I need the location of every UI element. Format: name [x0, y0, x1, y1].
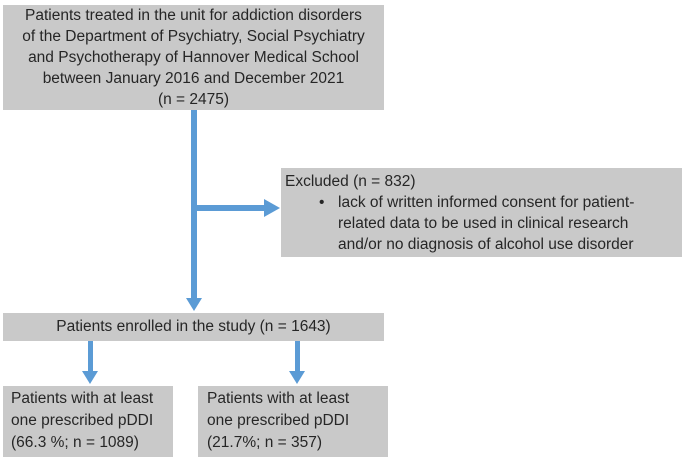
- left-arrow-stem: [88, 341, 93, 372]
- bullet-icon: •: [319, 194, 325, 211]
- excluded-bullet-line-3: and/or no diagnosis of alcohol use disor…: [338, 236, 634, 253]
- enrolled-box: Patients enrolled in the study (n = 1643…: [3, 313, 384, 341]
- top-box-line-4: between January 2016 and December 2021: [42, 70, 345, 87]
- bottom-left-line-3: (66.3 %; n = 1089): [11, 434, 139, 451]
- top-population-box: Patients treated in the unit for addicti…: [3, 5, 384, 110]
- bottom-right-line-1: Patients with at least: [207, 390, 350, 407]
- top-box-line-5: (n = 2475): [157, 91, 230, 108]
- arrow-right-icon: [264, 199, 280, 217]
- excluded-bullet-line-2: related data to be used in clinical rese…: [338, 215, 629, 232]
- pddi-right-outcome-box: Patients with at least one prescribed pD…: [198, 386, 388, 457]
- excluded-bullet-item: • lack of written informed consent for p…: [285, 192, 682, 255]
- pddi-left-outcome-box: Patients with at least one prescribed pD…: [3, 386, 173, 457]
- main-arrow-stem: [191, 110, 197, 299]
- top-box-line-3: and Psychotherapy of Hannover Medical Sc…: [28, 49, 359, 66]
- bottom-right-line-3: (21.7%; n = 357): [207, 434, 323, 451]
- arrow-down-icon: [82, 371, 98, 384]
- bottom-right-line-2: one prescribed pDDI: [207, 412, 350, 429]
- bottom-left-line-2: one prescribed pDDI: [11, 412, 154, 429]
- top-box-line-1: Patients treated in the unit for addicti…: [25, 7, 362, 24]
- enrolled-box-text: Patients enrolled in the study (n = 1643…: [56, 318, 331, 335]
- excluded-bullet-line-1: lack of written informed consent for pat…: [338, 194, 635, 211]
- excluded-box: Excluded (n = 832) • lack of written inf…: [281, 168, 682, 257]
- arrow-down-icon: [186, 298, 202, 311]
- arrow-down-icon: [289, 371, 305, 384]
- top-box-line-2: of the Department of Psychiatry, Social …: [22, 28, 365, 45]
- excluded-branch-arrow-stem: [194, 205, 264, 211]
- right-arrow-stem: [295, 341, 300, 372]
- excluded-title: Excluded (n = 832): [285, 173, 416, 190]
- excluded-bullet-text: lack of written informed consent for pat…: [338, 192, 634, 255]
- bottom-left-line-1: Patients with at least: [11, 390, 154, 407]
